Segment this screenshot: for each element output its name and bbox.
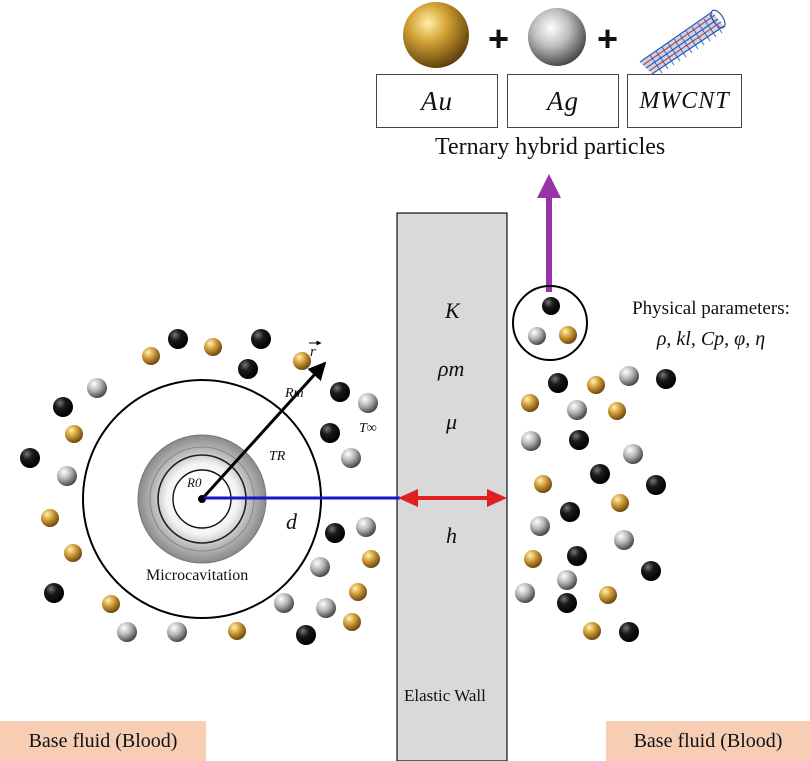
black-particle [646, 475, 666, 495]
symbol-r0: R0 [187, 475, 202, 490]
mwcnt-nanotube-image [639, 9, 726, 75]
gap-arrow-right-head [487, 489, 507, 507]
black-particle [619, 622, 639, 642]
symbol-h: h [446, 523, 457, 548]
symbol-r-vector: r [310, 344, 316, 360]
gold-particle [521, 394, 539, 412]
silver-particle [57, 466, 77, 486]
radius-vector-arrow [200, 361, 327, 501]
symbol-d: d [286, 509, 297, 534]
physical-parameters-list: ρ, kl, Cp, φ, η [656, 328, 766, 350]
particle-selection-circle [512, 285, 588, 361]
silver-particle [521, 431, 541, 451]
gold-particle [293, 352, 311, 370]
elastic-wall [396, 212, 508, 761]
silver-particle [530, 516, 550, 536]
label-au: Au [421, 85, 453, 116]
base-fluid-left-label: Base fluid (Blood) [28, 729, 178, 752]
gap-arrow-left-head [398, 489, 418, 507]
gold-particle [587, 376, 605, 394]
black-particle [296, 625, 316, 645]
plus-sign: + [597, 18, 619, 59]
gold-particle [608, 402, 626, 420]
symbol-t-inf: T∞ [359, 421, 377, 436]
black-particle [590, 464, 610, 484]
silver-particle [341, 448, 361, 468]
symbol-rho-m: ρm [438, 356, 465, 381]
physical-parameters: Physical parameters: ρ, kl, Cp, φ, η [612, 294, 810, 354]
black-particle [53, 397, 73, 417]
black-particle [44, 583, 64, 603]
label-ag: Ag [547, 85, 579, 116]
symbol-mu: μ [446, 409, 458, 434]
label-box-ag: Ag [507, 74, 619, 128]
black-particle [251, 329, 271, 349]
gold-particle [349, 583, 367, 601]
black-particle [330, 382, 350, 402]
black-particle [20, 448, 40, 468]
symbol-rm: Rm [285, 386, 304, 401]
gold-particle [41, 509, 59, 527]
black-particle [569, 430, 589, 450]
black-particle [542, 297, 560, 315]
silver-particle [567, 400, 587, 420]
black-particle [567, 546, 587, 566]
label-box-mwcnt: MWCNT [627, 74, 742, 128]
black-particle [641, 561, 661, 581]
black-particle [560, 502, 580, 522]
microcavitation-label: Microcavitation [146, 567, 249, 584]
black-particle [325, 523, 345, 543]
silver-particle [356, 517, 376, 537]
silver-particle [316, 598, 336, 618]
silver-particle [358, 393, 378, 413]
purple-arrow-head [537, 174, 561, 198]
gold-particle [362, 550, 380, 568]
ag-particle-image [528, 8, 586, 66]
gold-particle [559, 326, 577, 344]
silver-particle [614, 530, 634, 550]
silver-particle [623, 444, 643, 464]
silver-particle [167, 622, 187, 642]
silver-particle [87, 378, 107, 398]
gold-particle [102, 595, 120, 613]
label-box-au: Au [376, 74, 498, 128]
black-particle [656, 369, 676, 389]
gold-particle [204, 338, 222, 356]
base-fluid-left: Base fluid (Blood) [0, 721, 206, 761]
symbol-k: K [445, 298, 460, 323]
gold-particle [524, 550, 542, 568]
silver-particle [557, 570, 577, 590]
label-mwcnt: MWCNT [639, 87, 730, 114]
gold-particle [583, 622, 601, 640]
silver-particle [515, 583, 535, 603]
nanoparticles [20, 297, 676, 645]
silver-particle [619, 366, 639, 386]
silver-particle [310, 557, 330, 577]
gold-particle [599, 586, 617, 604]
silver-particle [117, 622, 137, 642]
silver-particle [274, 593, 294, 613]
ternary-caption: Ternary hybrid particles [435, 134, 666, 160]
base-fluid-right-label: Base fluid (Blood) [633, 729, 783, 752]
physical-parameters-title: Physical parameters: [632, 298, 790, 319]
gold-particle [64, 544, 82, 562]
silver-particle [528, 327, 546, 345]
black-particle [320, 423, 340, 443]
black-particle [168, 329, 188, 349]
plus-sign: + [488, 18, 510, 59]
gold-particle [343, 613, 361, 631]
elastic-wall-label: Elastic Wall [404, 686, 486, 705]
gold-particle [228, 622, 246, 640]
gold-particle [534, 475, 552, 493]
black-particle [557, 593, 577, 613]
black-particle [548, 373, 568, 393]
gold-particle [611, 494, 629, 512]
symbol-tr: TR [269, 449, 286, 464]
black-particle [238, 359, 258, 379]
base-fluid-right: Base fluid (Blood) [606, 721, 810, 761]
gold-particle [142, 347, 160, 365]
gold-particle [65, 425, 83, 443]
au-particle-image [403, 2, 469, 68]
